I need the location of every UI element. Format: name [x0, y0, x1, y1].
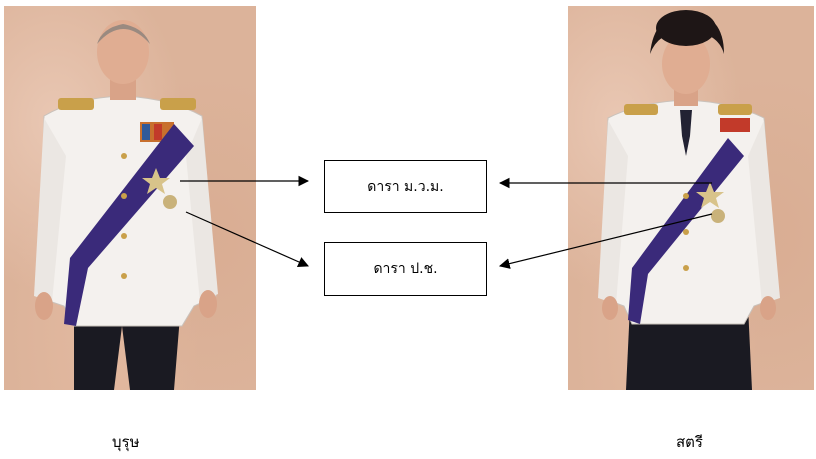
medal-label-box-pch: ดารา ป.ช. [324, 242, 487, 296]
caption-female: สตรี [676, 433, 703, 451]
medal-label-box-mwm: ดารา ม.ว.ม. [324, 160, 487, 213]
medal-label-pch: ดารา ป.ช. [373, 261, 438, 277]
male-uniform-photo [4, 6, 256, 390]
male-figure-illustration [34, 20, 218, 390]
caption-male: บุรุษ [112, 433, 140, 451]
female-figure-illustration [598, 10, 780, 390]
female-uniform-photo [568, 6, 814, 390]
medal-label-mwm: ดารา ม.ว.ม. [367, 178, 444, 195]
